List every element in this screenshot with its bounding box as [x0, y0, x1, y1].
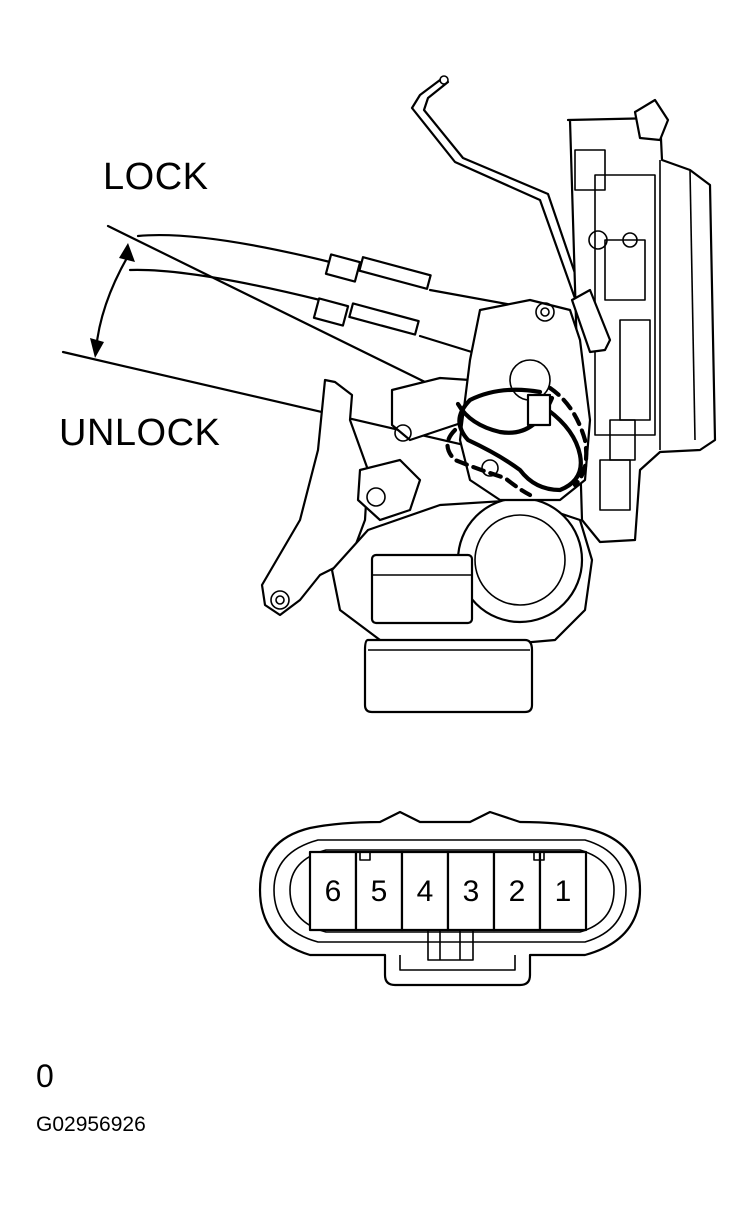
- latch-assembly: [566, 98, 717, 544]
- pin-number-4: 4: [416, 875, 434, 908]
- connector-face-view: [258, 810, 642, 987]
- unlock-label: UNLOCK: [59, 412, 221, 454]
- lever-plate: [260, 376, 482, 617]
- pin-cavity-2: [492, 850, 542, 932]
- pin-cavity-5: [354, 850, 404, 932]
- motor-connector-housing: [363, 638, 534, 714]
- pin-number-1: 1: [554, 875, 572, 908]
- highlighted-link: [445, 385, 589, 498]
- pin-cavity-4: [400, 850, 450, 932]
- pin-cavity-6: [308, 850, 358, 932]
- figure-code: G02956926: [36, 1113, 146, 1136]
- lock-reference-line: [106, 224, 427, 384]
- pin-cavity-3: [446, 850, 496, 932]
- lock-label: LOCK: [103, 156, 209, 198]
- pin-number-5: 5: [370, 875, 388, 908]
- lock-arrowhead: [119, 243, 135, 262]
- pin-number-3: 3: [462, 875, 480, 908]
- pin-cavity-1: [538, 850, 588, 932]
- pin-number-2: 2: [508, 875, 526, 908]
- lock-rod: [410, 78, 592, 342]
- unlock-arrowhead: [90, 338, 104, 358]
- travel-arc: [94, 254, 130, 352]
- zero-label: 0: [36, 1058, 54, 1094]
- inner-mechanism: [458, 288, 612, 502]
- motor-housing: [330, 496, 594, 714]
- pin-number-6: 6: [324, 875, 342, 908]
